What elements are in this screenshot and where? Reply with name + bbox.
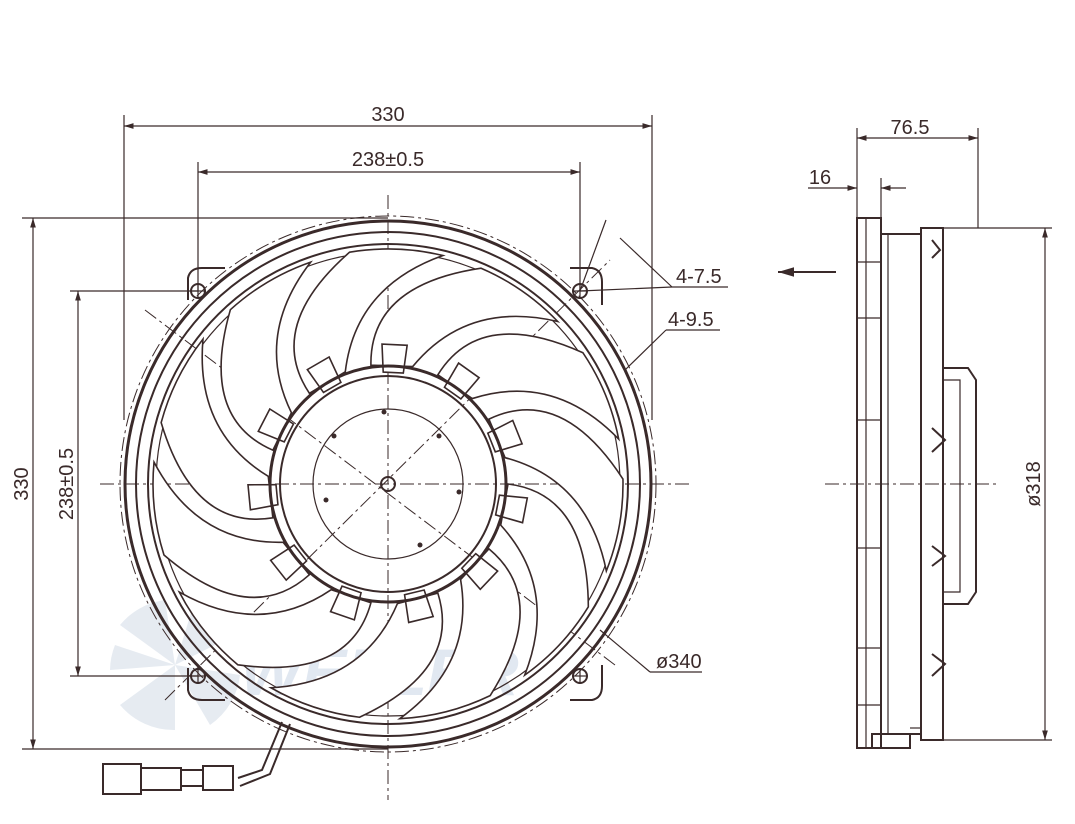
fan-blade [436,333,620,442]
dim-hole-spacing-horizontal: 238±0.5 [352,149,424,171]
fan-blade [370,267,561,368]
fan-blade [487,409,624,574]
fan-blade [177,588,372,669]
fan-blade [160,336,274,520]
fan-blade [220,260,313,452]
shaft [380,476,396,492]
motor-hub-ring [279,375,497,593]
dim-side-depth: 76.5 [891,117,930,139]
fan-blade [499,483,590,678]
fan-blade [152,459,311,599]
dim-side-flange: 16 [809,167,831,189]
connector-plug [102,763,142,795]
blade-root-clip [381,343,409,374]
fan-blade [397,547,521,720]
power-cable [102,721,291,795]
connector-housing [140,767,182,791]
dim-height-330: 330 [11,467,33,500]
dim-side-diameter: ø318 [1023,461,1045,507]
front-view [100,195,690,800]
blade-root-clip [257,407,295,443]
blade-root-clip [329,585,363,621]
front-pitch-circle [119,215,657,753]
fan-blade [268,592,444,719]
side-view [778,217,1000,749]
side-cable-stub [871,733,911,749]
housing-ring-2 [135,231,641,737]
dim-width-330: 330 [371,104,404,126]
hub-screw-holes [323,409,462,548]
motor-hub-inner [312,408,464,560]
dim-outer-diameter: ø340 [656,651,702,673]
fan-blade [293,248,446,395]
housing-outer-ring [123,219,653,749]
side-dimensions: 76.5 16 ø318 [808,117,1052,741]
housing-ring-3 [147,243,629,725]
side-motor [943,367,977,605]
dim-hole-4-7-5: 4-7.5 [676,266,722,288]
motor-hub-outer [268,364,508,604]
front-dimensions: 330 238±0.5 330 238±0.5 4-7.5 4-9.5 ø340 [11,104,728,750]
dim-hole-4-9-5: 4-9.5 [668,309,714,331]
blade-root-clip [460,552,499,591]
side-shroud [920,227,944,741]
dim-hole-spacing-vertical: 238±0.5 [56,448,78,520]
blade-root-clip [443,361,481,401]
blade-root-clip [306,355,342,394]
side-flange [856,217,882,749]
blade-root-clip [269,544,308,582]
blade-root-clip [486,419,524,453]
